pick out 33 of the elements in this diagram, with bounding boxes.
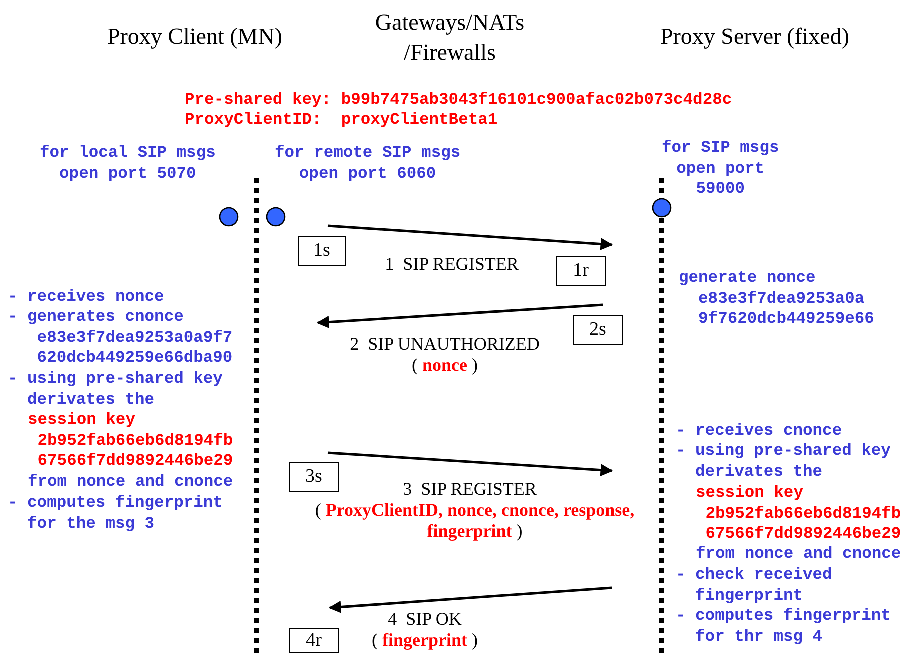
- step-note: - using pre-shared key derivates the: [8, 369, 223, 410]
- message-label: ( fingerprint ): [371, 630, 479, 651]
- step-note: - check received fingerprint: [676, 565, 834, 606]
- session-key-note: session key 2b952fab66eb6d8194fb 67566f7dd9892446be29: [28, 410, 234, 472]
- step-box: 1r: [556, 256, 606, 286]
- port-note: for SIP msgs open port 59000: [662, 138, 780, 200]
- lifeline-heading: Gateways/NATs /Firewalls: [374, 9, 526, 67]
- message-label: 1 SIP REGISTER: [384, 254, 520, 275]
- step-note: - receives cnonce: [676, 421, 844, 442]
- step-note: - computes fingerprint for thr msg 4: [676, 606, 891, 648]
- lifeline-heading: Proxy Client (MN): [106, 23, 284, 51]
- lifeline-heading: Proxy Server (fixed): [659, 23, 851, 51]
- step-note: - receives nonce: [8, 287, 166, 308]
- key-note: Pre-shared key: b99b7475ab3043f16101c900afac02b073c4d28c: [185, 90, 732, 111]
- step-note: - using pre-shared key derivates the: [676, 441, 891, 482]
- step-box: 2s: [573, 315, 623, 345]
- message-label: ( nonce ): [411, 355, 479, 376]
- step-note: from nonce and cnonce: [696, 544, 902, 565]
- session-key-note: session key 2b952fab66eb6d8194fb 67566f7dd9892446be29: [696, 483, 902, 545]
- step-box: 4r: [289, 628, 339, 653]
- message-label: ( ProxyClientID, nonce, cnonce, response, fingerprint ): [315, 500, 635, 542]
- port-note: for local SIP msgs open port 5070: [40, 143, 216, 184]
- key-note: ProxyClientID: proxyClientBeta1: [185, 110, 498, 131]
- step-note: generate nonce e83e3f7dea9253a0a 9f7620dcb449259e66: [679, 268, 874, 330]
- message-label: 4 SIP OK: [387, 609, 463, 630]
- step-note: - computes fingerprint for the msg 3: [8, 493, 223, 534]
- step-note: - generates cnonce e83e3f7dea9253a0a9f7 620dcb449259e66dba90: [8, 307, 233, 369]
- step-note: from nonce and cnonce: [28, 472, 234, 493]
- message-label: 2 SIP UNAUTHORIZED: [349, 334, 541, 355]
- step-box: 3s: [289, 462, 339, 492]
- step-box: 1s: [298, 236, 346, 266]
- message-label: 3 SIP REGISTER: [402, 479, 538, 500]
- port-note: for remote SIP msgs open port 6060: [275, 143, 461, 184]
